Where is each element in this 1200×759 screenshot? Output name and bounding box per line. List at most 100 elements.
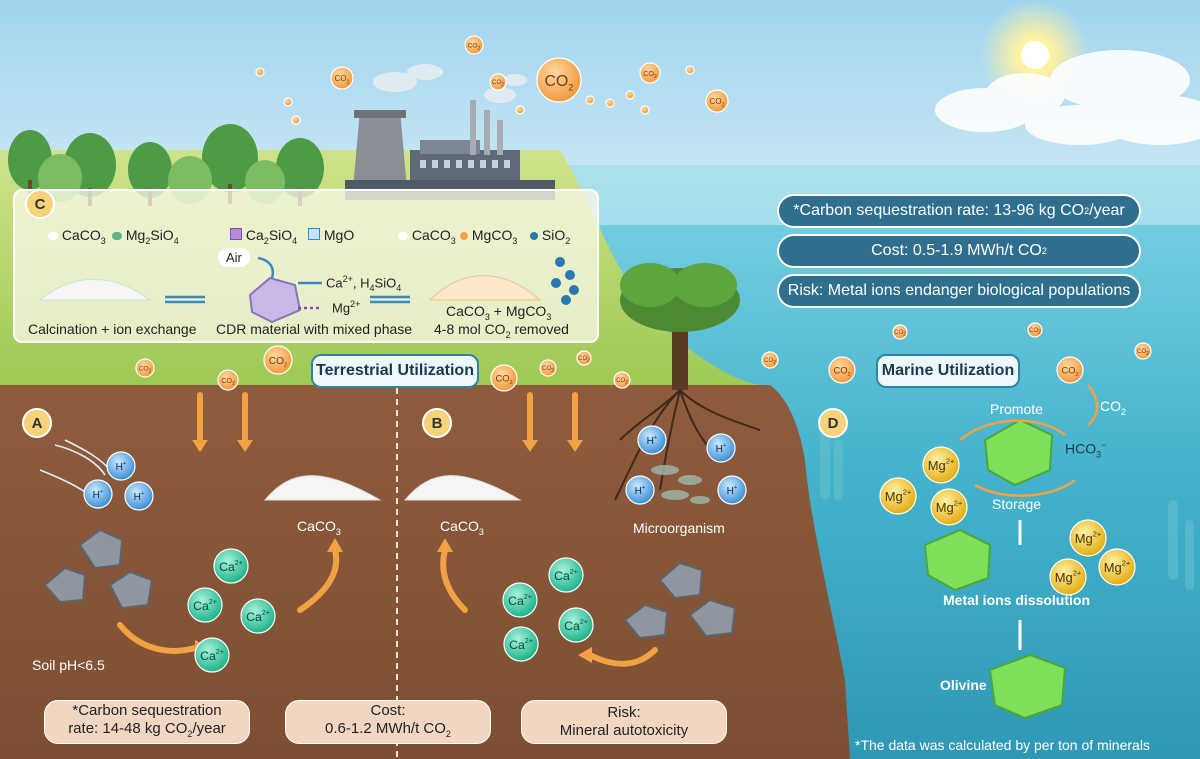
legend-caco3: CaCO3 [48, 227, 106, 246]
svg-text:CO2: CO2 [495, 374, 512, 387]
co2-bubble: CO2 [263, 345, 293, 375]
co2-bubble: CO2 [1056, 356, 1084, 384]
data-note: *The data was calculated by per ton of m… [855, 737, 1150, 753]
ca-ion: Ca2+ [503, 626, 539, 662]
soil-ph-label: Soil pH<6.5 [32, 657, 105, 673]
rate-line2: rate: 14-48 kg CO2/year [68, 719, 226, 739]
svg-text:H+: H+ [727, 485, 738, 497]
co2-label-d: CO2 [1100, 398, 1127, 417]
marine-risk-pill: Risk: Metal ions endanger biological pop… [777, 274, 1141, 308]
tree-icon [614, 263, 761, 504]
terrestrial-utilization-label: Terrestrial Utilization [311, 354, 479, 388]
mg-label: Mg2+ [332, 299, 361, 316]
cost-line2: 0.6-1.2 MWh/t CO2 [325, 719, 451, 739]
svg-text:H+: H+ [134, 491, 145, 503]
svg-text:H+: H+ [716, 443, 727, 455]
svg-text:CO2: CO2 [616, 378, 628, 386]
h-ion: H+ [706, 433, 736, 463]
co2-bubble: CO2 [1027, 322, 1043, 338]
co2-bubble: CO2 [489, 73, 507, 91]
step1-label: Calcination + ion exchange [28, 321, 197, 337]
svg-text:CO2: CO2 [492, 80, 504, 88]
mg-ion: Mg2+ [1069, 519, 1107, 557]
seaweed [820, 420, 1194, 590]
panel-letter-b: B [422, 408, 452, 438]
co2-bubble: CO2 [828, 356, 856, 384]
terrestrial-rate-box: *Carbon sequestration rate: 14-48 kg CO2… [44, 700, 250, 744]
co2-bubble: CO2 [539, 359, 557, 377]
co2-bubble: CO2 [490, 364, 518, 392]
rock-group-b [623, 561, 737, 640]
ca-ion: Ca2+ [548, 557, 584, 593]
ion-bubbles: Ca2+Ca2+Ca2+Ca2+Ca2+Ca2+Ca2+Ca2+H+H+H+H+… [83, 257, 1136, 673]
co2-bubble: CO2 [761, 351, 779, 369]
co2-bubble: CO2 [135, 358, 155, 378]
svg-text:CO2: CO2 [468, 43, 481, 52]
mg-ion: Mg2+ [930, 488, 968, 526]
cost-line1: Cost: [370, 701, 406, 719]
co2-bubble: CO2 [536, 57, 582, 103]
caco3-heap-a [263, 475, 382, 501]
svg-text:CO2: CO2 [1061, 366, 1078, 379]
step3-products: CaCO3 + MgCO3 [446, 303, 552, 322]
dissolution-label: Metal ions dissolution [943, 592, 1091, 608]
co2-dot [255, 67, 265, 77]
co2-dot [605, 98, 615, 108]
panel-letter-d: D [818, 408, 848, 438]
co2-bubble: CO2 [639, 62, 661, 84]
mineral-heap-c1 [38, 278, 152, 301]
legend-ca2sio4: Ca2SiO4 [230, 227, 297, 246]
orange-arrows [117, 392, 658, 667]
svg-text:CO2: CO2 [139, 366, 152, 375]
clouds [935, 50, 1200, 145]
marine-cycle-arrows [959, 384, 1099, 497]
co2-bubble: CO2 [576, 350, 592, 366]
promote-label: Promote [990, 401, 1043, 417]
svg-text:H+: H+ [93, 489, 104, 501]
svg-text:CO2: CO2 [221, 376, 235, 387]
step3-removed: 4-8 mol CO2 removed [434, 321, 569, 340]
legend-caco3-2: CaCO3 [398, 227, 456, 246]
svg-text:H+: H+ [116, 461, 127, 473]
legend-mgco3: MgCO3 [460, 227, 517, 246]
sio2-dot [569, 285, 579, 295]
svg-text:CO2: CO2 [1029, 328, 1041, 335]
ca-h4sio4-label: Ca2+, H4SiO4 [326, 274, 402, 293]
h-ion: H+ [717, 475, 747, 505]
ca-ion: Ca2+ [194, 637, 230, 673]
h-ion: H+ [124, 481, 154, 511]
mg-ion: Mg2+ [1098, 548, 1136, 586]
caco3-label-a: CaCO3 [297, 518, 341, 537]
svg-text:CO2: CO2 [542, 366, 554, 374]
microorganism-label: Microorganism [633, 520, 725, 536]
co2-dot [515, 105, 525, 115]
hco3-label: HCO3− [1065, 440, 1107, 460]
ca-ion: Ca2+ [502, 582, 538, 618]
legend-mgo: MgO [308, 227, 354, 243]
co2-dot [625, 90, 635, 100]
blue-arrows [165, 256, 410, 310]
svg-text:H+: H+ [635, 485, 646, 497]
svg-text:CO2: CO2 [335, 74, 350, 85]
panel-letter-c: C [25, 189, 55, 219]
sio2-dot [551, 278, 561, 288]
mg-ion: Mg2+ [1049, 558, 1087, 596]
sio2-dot [565, 270, 575, 280]
caco3-heap-b [403, 475, 522, 501]
co2-bubble: CO2 [892, 324, 908, 340]
h-ion: H+ [106, 451, 136, 481]
co2-dot [283, 97, 293, 107]
mg-ion: Mg2+ [922, 446, 960, 484]
rate-line1: *Carbon sequestration [72, 701, 222, 719]
olivine-label: Olivine [940, 677, 987, 693]
svg-text:CO2: CO2 [894, 330, 906, 337]
h-ion: H+ [637, 425, 667, 455]
risk-line1: Risk: [607, 704, 641, 721]
co2-bubble: CO2 [217, 369, 239, 391]
co2-bubble: CO2 [613, 371, 631, 389]
h-ion: H+ [625, 475, 655, 505]
